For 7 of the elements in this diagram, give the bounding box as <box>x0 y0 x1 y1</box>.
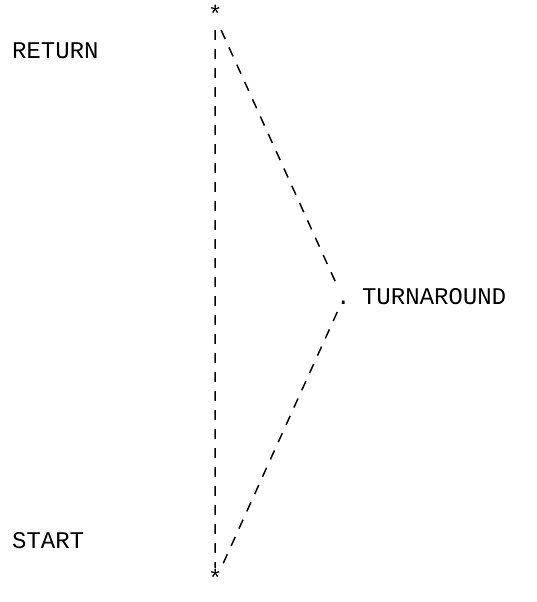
position-label: RETURN <box>12 40 98 66</box>
position-label: START <box>12 530 84 556</box>
dashed-line <box>214 30 216 568</box>
endpoint-asterisk: * <box>208 568 222 594</box>
turnaround-point: . <box>336 286 350 312</box>
endpoint-asterisk: * <box>208 4 222 30</box>
point-label: TURNAROUND <box>362 286 506 312</box>
